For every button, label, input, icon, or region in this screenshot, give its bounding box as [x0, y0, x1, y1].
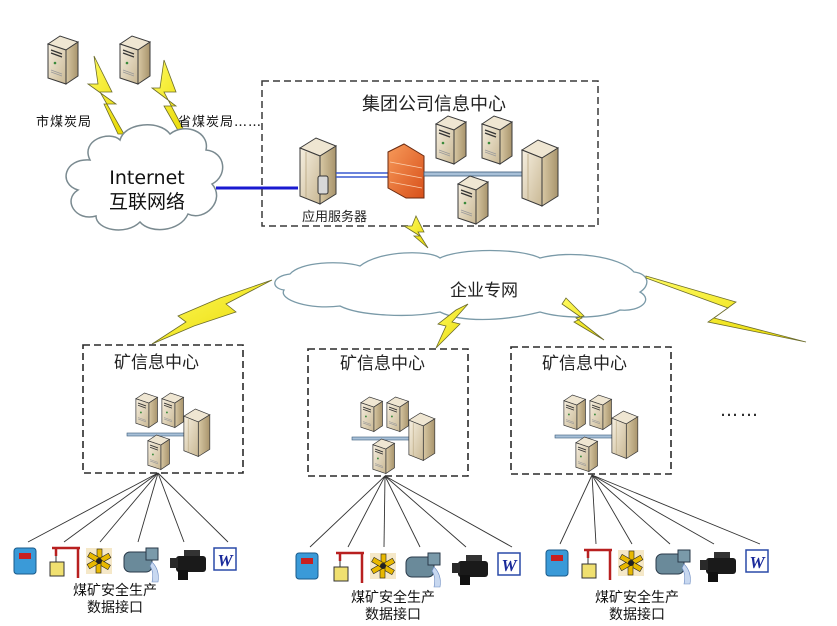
lan-backbone	[423, 171, 523, 177]
more-mines-indicator: ……	[720, 400, 760, 421]
mine-1-interface-label: 煤矿安全生产 数据接口	[60, 583, 170, 617]
internet-label-line1: Internet	[109, 167, 185, 189]
mine-info-center-3: W	[510, 346, 769, 585]
device-link-line	[63, 472, 159, 543]
firewall-icon	[387, 143, 425, 199]
word-document-icon: W	[497, 552, 521, 576]
ventilation-fan-icon	[86, 548, 112, 574]
device-link-line	[384, 475, 467, 548]
lightning-more-icon	[645, 275, 807, 343]
province-bureau-server-icon	[119, 35, 151, 85]
crane-hoist-icon	[333, 551, 364, 583]
video-camera-icon	[452, 555, 488, 585]
device-link-line	[591, 474, 715, 545]
mine-center-box	[82, 344, 244, 474]
water-pump-icon	[655, 549, 691, 585]
device-link-line	[137, 472, 159, 543]
ventilation-fan-icon	[370, 553, 396, 579]
video-camera-icon	[170, 550, 206, 580]
word-document-icon: W	[745, 549, 769, 573]
lightning-group-enterprise-icon	[402, 215, 429, 249]
device-link-line	[591, 474, 633, 545]
mine-center-box	[307, 348, 469, 477]
group-server-2-icon	[481, 115, 513, 165]
mine-info-center-1: W	[13, 344, 244, 583]
mine-server-icon	[563, 394, 586, 430]
gas-detector-icon	[295, 552, 319, 580]
mine-2-interface-label: 煤矿安全生产 数据接口	[338, 590, 448, 624]
word-document-icon: W	[213, 547, 237, 571]
mine-server-icon	[147, 434, 170, 470]
mine-server-icon	[372, 438, 395, 474]
mine-info-center-2: W	[295, 348, 521, 588]
interface-line2: 数据接口	[609, 607, 665, 623]
crane-hoist-icon	[581, 548, 612, 580]
group-center-title: 集团公司信息中心	[362, 94, 506, 115]
enterprise-network-label: 企业专网	[450, 281, 518, 301]
device-link-line	[99, 472, 159, 543]
device-link-line	[591, 474, 671, 545]
group-info-center-box	[261, 80, 599, 227]
gas-detector-icon	[545, 549, 569, 577]
lightning-mine2-icon	[435, 303, 469, 349]
lightning-mine1-icon	[151, 279, 273, 345]
app-server-icon	[299, 137, 337, 205]
svg-text:W: W	[217, 551, 234, 570]
mine-server-icon	[135, 392, 158, 428]
gas-detector-icon	[13, 547, 37, 575]
device-link-line	[384, 475, 421, 548]
video-camera-icon	[700, 552, 736, 582]
device-link-line	[384, 475, 513, 548]
mine-server-icon	[589, 394, 612, 430]
device-link-line	[559, 474, 593, 545]
mobile-phone-icon	[317, 175, 329, 195]
mine-3-interface-label: 煤矿安全生产 数据接口	[582, 590, 692, 624]
internet-cloud-label: Internet 互联网络	[92, 166, 202, 214]
device-link-line	[347, 475, 386, 548]
city-bureau-label: 市煤炭局	[36, 115, 93, 130]
lightning-province-icon	[150, 59, 187, 135]
device-link-line	[27, 472, 159, 543]
mine-center-box	[510, 346, 672, 475]
mine-center-3-title: 矿信息中心	[542, 354, 627, 374]
mine-server-icon	[360, 396, 383, 432]
app-server-label: 应用服务器	[302, 210, 368, 225]
mine-center-1-title: 矿信息中心	[114, 353, 199, 373]
device-link-line	[309, 475, 386, 548]
water-pump-icon	[123, 547, 159, 583]
internet-cloud	[65, 124, 224, 231]
mine-server-icon	[161, 392, 184, 428]
interface-line1: 煤矿安全生产	[595, 590, 679, 606]
device-link-line	[157, 472, 229, 543]
lightning-mine3-icon	[561, 297, 605, 341]
interface-line1: 煤矿安全生产	[351, 590, 435, 606]
province-bureau-label: 省煤炭局……	[178, 115, 263, 130]
group-storage-icon	[521, 139, 559, 207]
group-server-1-icon	[435, 115, 467, 165]
svg-text:W: W	[749, 553, 766, 572]
interface-line1: 煤矿安全生产	[73, 583, 157, 599]
interface-line2: 数据接口	[87, 600, 143, 616]
lightning-city-icon	[86, 55, 125, 135]
svg-text:W: W	[501, 556, 518, 575]
group-server-3-icon	[457, 175, 489, 225]
mine-server-icon	[575, 436, 598, 472]
internet-label-line2: 互联网络	[108, 191, 185, 213]
water-pump-icon	[405, 552, 441, 588]
device-link-line	[157, 472, 185, 543]
city-bureau-server-icon	[47, 35, 79, 85]
enterprise-network-cloud	[274, 249, 648, 321]
mine-storage-icon	[408, 412, 436, 461]
crane-hoist-icon	[49, 546, 80, 578]
interface-line2: 数据接口	[365, 607, 421, 623]
device-link-line	[383, 475, 386, 548]
mine-center-2-title: 矿信息中心	[340, 354, 425, 374]
mine-storage-icon	[611, 410, 639, 459]
mine-storage-icon	[183, 408, 211, 457]
mine-server-icon	[386, 396, 409, 432]
device-link-line	[591, 474, 761, 545]
ventilation-fan-icon	[618, 550, 644, 576]
device-link-line	[591, 474, 597, 545]
